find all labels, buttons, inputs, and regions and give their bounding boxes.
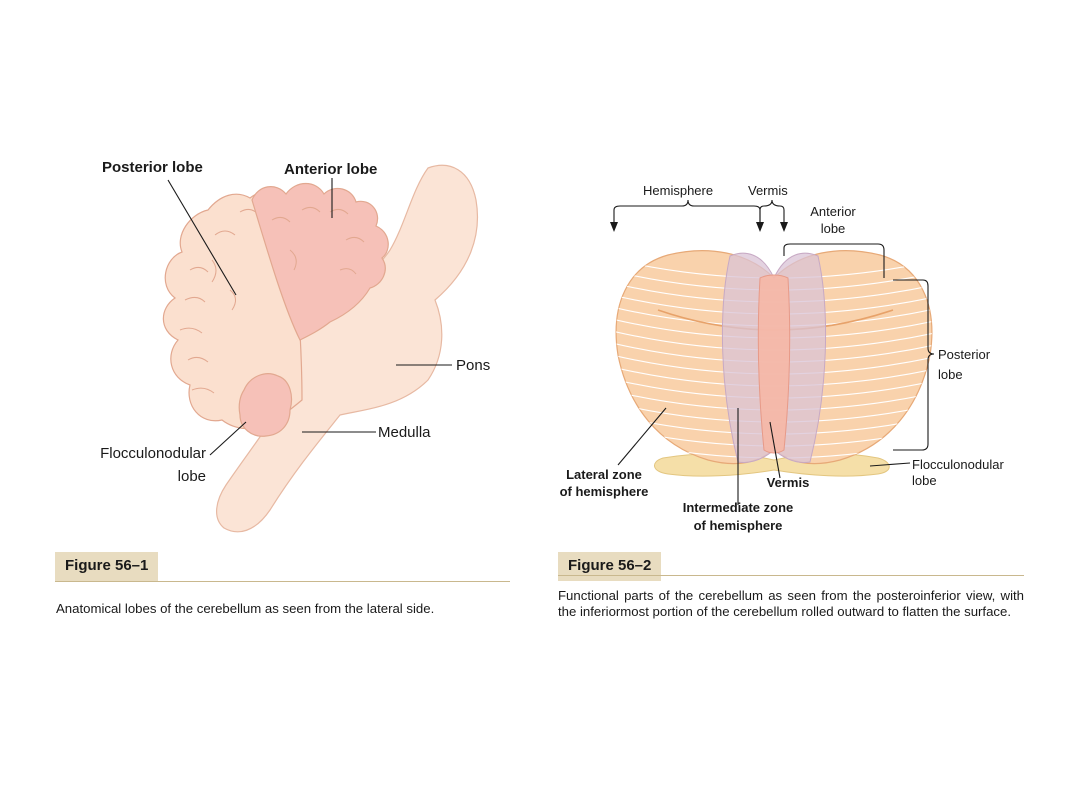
label-anterior-line1: Anterior (810, 204, 856, 219)
label-flocculonodular-line1: Flocculonodular (912, 457, 1004, 472)
label-posterior-line2: lobe (938, 367, 963, 382)
label-anterior-line2: lobe (821, 221, 846, 236)
figure-56-2-rule (558, 575, 1024, 576)
label-pons: Pons (456, 357, 490, 374)
label-lateral-zone-line2: of hemisphere (560, 484, 649, 499)
label-flocculonodular-line2: lobe (178, 468, 206, 485)
figure-56-1: Posterior lobe Anterior lobe Pons Medull… (40, 140, 530, 660)
figure-56-1-caption: Anatomical lobes of the cerebellum as se… (56, 601, 526, 617)
label-anterior-lobe: Anterior lobe (284, 161, 377, 178)
label-vermis-bottom: Vermis (767, 475, 810, 490)
label-posterior-lobe: Posterior lobe (102, 159, 203, 176)
figure-56-2-tag: Figure 56–2 (558, 552, 661, 581)
label-hemisphere: Hemisphere (643, 183, 713, 198)
flocculonodular-shape (654, 454, 889, 476)
figure-56-2-caption: Functional parts of the cerebellum as se… (558, 588, 1024, 620)
label-lateral-zone-line1: Lateral zone (566, 467, 642, 482)
figure-56-2: Hemisphere Vermis Anterior lobe Posterio… (548, 160, 1048, 660)
lateral-cerebellum-diagram: Posterior lobe Anterior lobe Pons Medull… (40, 140, 530, 560)
figure-56-1-rule (55, 581, 510, 582)
posteroinferior-cerebellum-diagram: Hemisphere Vermis Anterior lobe Posterio… (548, 160, 1048, 550)
figure2-arrowheads (610, 222, 788, 232)
vermis-shape (758, 275, 789, 453)
label-vermis-top: Vermis (748, 183, 788, 198)
label-flocculonodular-line2: lobe (912, 473, 937, 488)
label-flocculonodular-line1: Flocculonodular (100, 445, 206, 462)
label-intermediate-line1: Intermediate zone (683, 500, 794, 515)
label-posterior-line1: Posterior (938, 347, 991, 362)
label-medulla: Medulla (378, 424, 431, 441)
figure-56-1-tag: Figure 56–1 (55, 552, 158, 581)
label-intermediate-line2: of hemisphere (694, 518, 783, 533)
